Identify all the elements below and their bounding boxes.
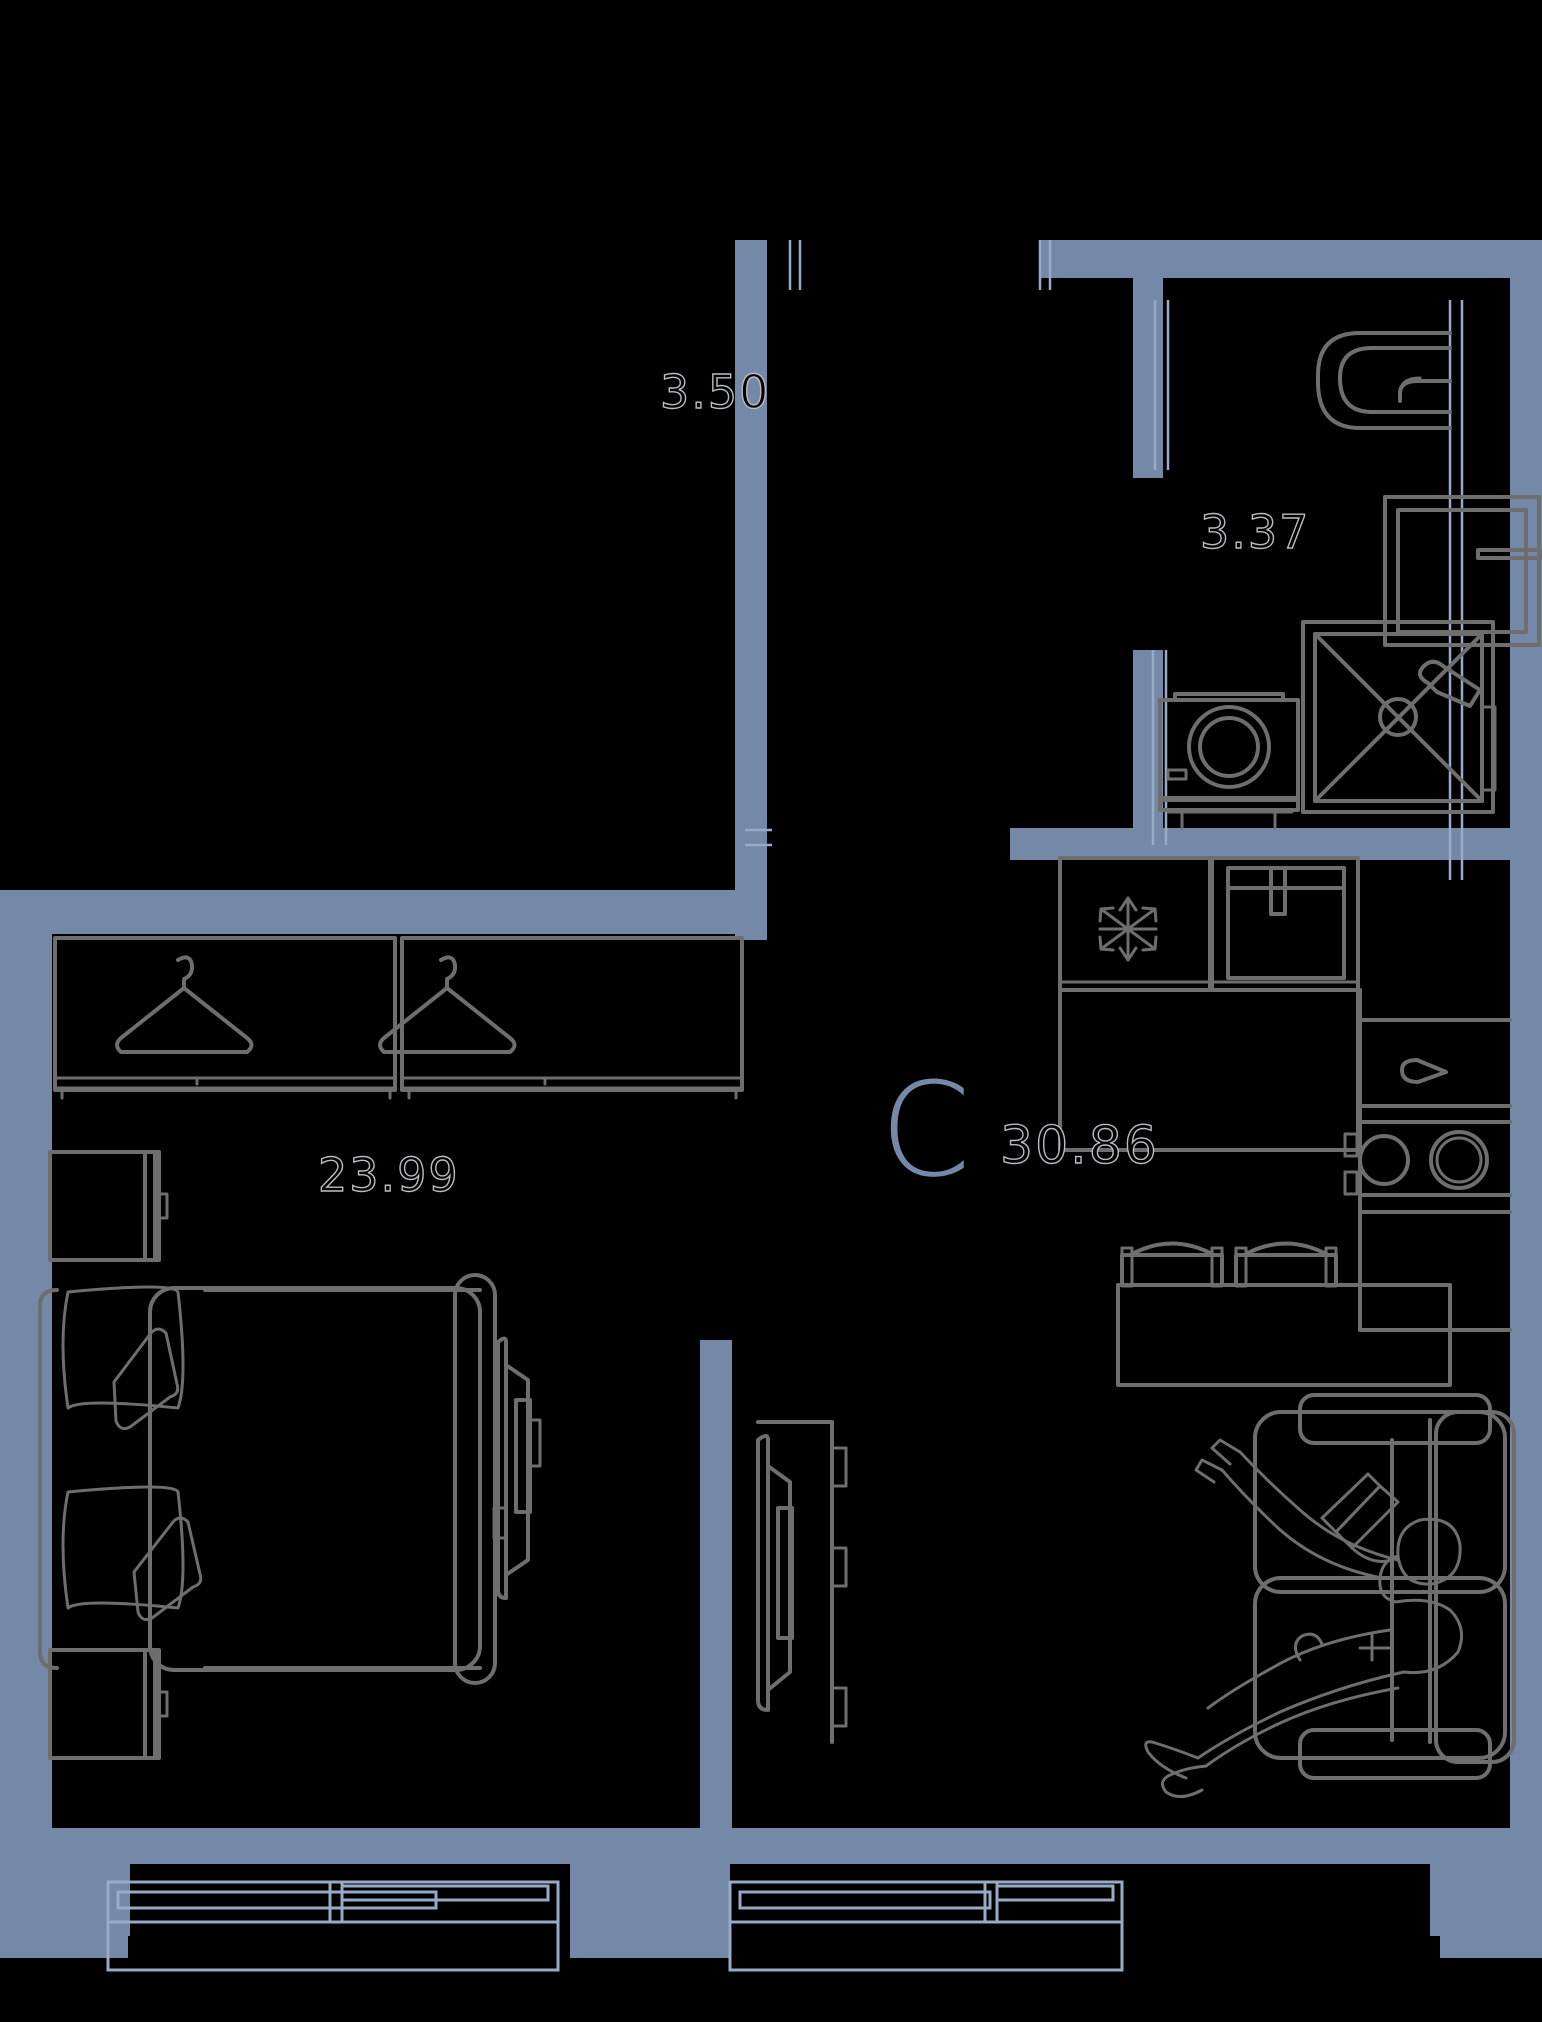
wall-hall-lower-stub [735,890,767,940]
kitchen-group [1058,856,1512,1387]
door-jamb-hall-top-right [1038,240,1052,290]
bedroom-group [38,1150,542,1760]
wall-pier-bottom-mid [570,1828,730,1958]
door-jamb-hall-top-left [788,240,802,290]
apartment-type-letter: C [880,1054,971,1206]
wall-top-right-stub [1040,240,1072,278]
wardrobe-divider-nibs [195,1076,547,1086]
wardrobe-group [53,936,744,1100]
nightstand-icon [48,1150,169,1262]
bar-stool-icon [1120,1241,1224,1288]
wall-outer-left [0,890,52,1865]
wardrobe-feet [60,1088,738,1100]
bar-stool-icon [1234,1241,1338,1288]
apartment-type-badge: C [880,1065,984,1195]
door-jamb-hall-bottom [745,828,772,847]
radiator-icon [492,1336,542,1600]
balcony-window-icon [728,1880,1124,1972]
wardrobe-section-right [400,936,744,1092]
door-jamb-bath-right [1448,300,1464,880]
counter-line-c [1358,1193,1512,1214]
armchair-icon [1253,1393,1516,1780]
wardrobe-hanger-icon [115,955,254,1054]
wall-bath-left-upper [1133,278,1163,478]
wardrobe-section-left [53,936,397,1092]
wall-partition-center [700,1340,732,1860]
room-area-label-bedroom: 23.99 [317,1147,460,1202]
shower-tray-icon [1301,620,1497,814]
double-bed-icon [38,1273,497,1685]
cushion-icon [132,1516,203,1621]
total-area-label: 30.86 [999,1115,1159,1176]
kitchen-counter-right [1358,988,1512,1332]
faucet-icon [1400,1058,1448,1084]
room-area-label-hall: 3.50 [659,364,771,419]
radiator-icon [756,1420,848,1744]
kitchen-sink-icon [1226,866,1346,980]
pillow-icon [61,1285,185,1410]
pillow-icon [61,1485,185,1610]
living-group [756,1393,1516,1798]
wall-top-left-band [0,890,767,934]
refrigerator-icon [1098,896,1158,962]
bathroom-fixtures [1158,331,1542,830]
cushion-icon [112,1327,180,1430]
cooktop-icon [1343,1130,1489,1196]
wall-hall-left [735,240,767,940]
toilet-icon [1316,331,1452,430]
windows-group [106,1880,1124,1972]
wall-bottom-band [0,1828,1542,1864]
wall-top-right [1040,240,1542,278]
room-area-label-bathroom: 3.37 [1199,504,1311,559]
wall-pier-bottom-right-nib [1430,1828,1472,1936]
kitchen-island-icon [1116,1283,1452,1387]
wardrobe-hanger-icon [378,955,517,1054]
seated-person-icon [1144,1438,1464,1798]
doors-group [745,240,1464,880]
counter-line-b [1358,1104,1512,1124]
balcony-window-icon [106,1880,560,1972]
wall-bath-bottom [1010,828,1542,860]
nightstand-icon [48,1648,169,1760]
washing-machine-icon [1158,692,1300,830]
door-jamb-bath-c [1151,650,1168,845]
